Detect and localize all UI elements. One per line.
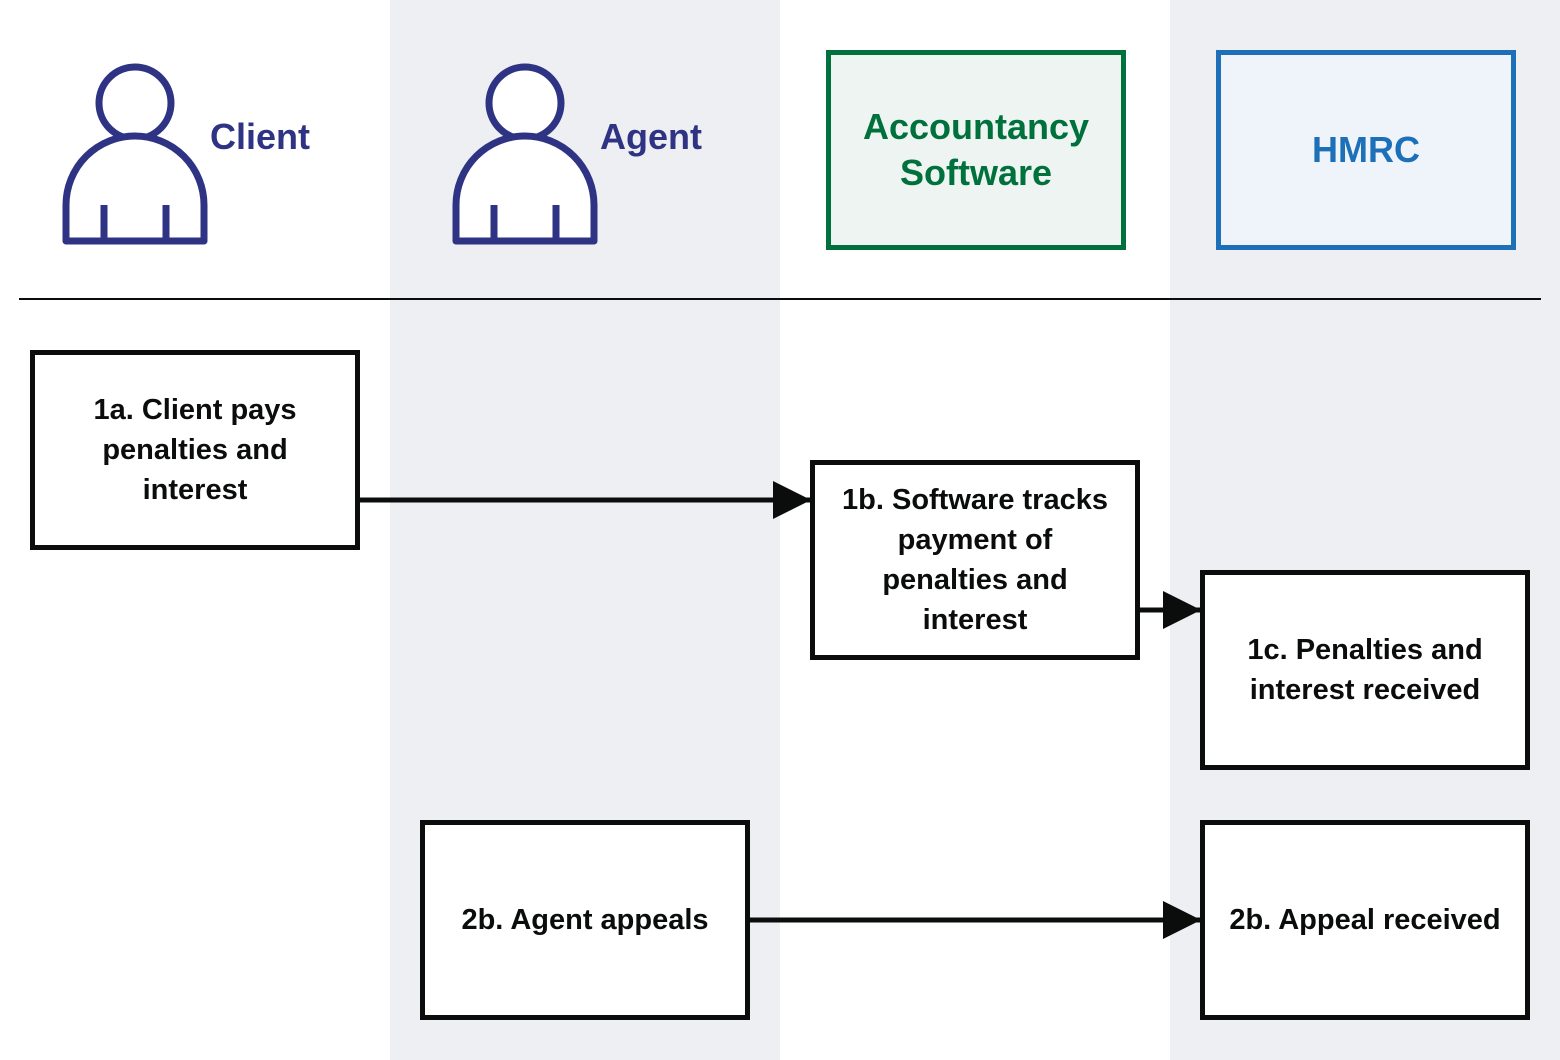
agent-person-icon xyxy=(452,63,598,245)
agent-label: Agent xyxy=(600,116,702,157)
hmrc-box: HMRC xyxy=(1216,50,1516,250)
step-2b-hmrc-text: 2b. Appeal received xyxy=(1229,904,1501,936)
step-1a-box: 1a. Client pays penalties and interest xyxy=(30,350,360,550)
hmrc-label: HMRC xyxy=(1312,129,1420,170)
client-person-icon xyxy=(62,63,208,245)
accountancy-software-box: Accountancy Software xyxy=(826,50,1126,250)
step-2b-agent-text: 2b. Agent appeals xyxy=(461,904,709,936)
step-1c-box: 1c. Penalties and interest received xyxy=(1200,570,1530,770)
step-2b-hmrc-box: 2b. Appeal received xyxy=(1200,820,1530,1020)
step-1c-text: 1c. Penalties and interest received xyxy=(1247,634,1483,706)
header-divider xyxy=(19,298,1541,300)
step-1a-text: 1a. Client pays penalties and interest xyxy=(93,394,297,506)
step-1b-box: 1b. Software tracks payment of penalties… xyxy=(810,460,1140,660)
step-2b-agent-box: 2b. Agent appeals xyxy=(420,820,750,1020)
client-label: Client xyxy=(210,116,311,157)
accountancy-software-label: Accountancy Software xyxy=(862,106,1090,193)
step-1b-text: 1b. Software tracks payment of penalties… xyxy=(842,484,1108,636)
